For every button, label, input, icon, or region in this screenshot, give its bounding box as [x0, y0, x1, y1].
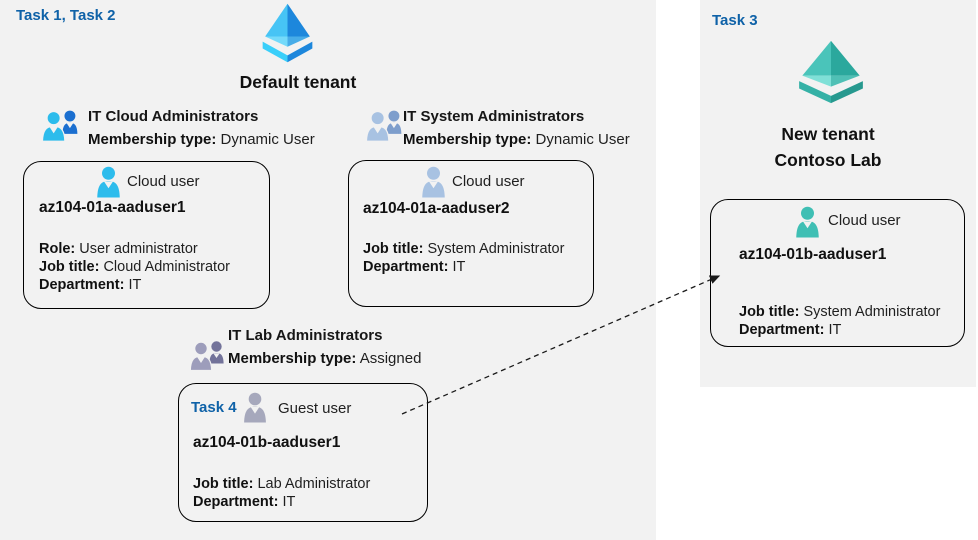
- department-label: Department:: [739, 322, 825, 338]
- department-value: IT: [452, 259, 466, 275]
- membership-type-label: Membership type:: [228, 350, 357, 367]
- user-job-line: Job title: System Administrator: [363, 240, 564, 258]
- job-title-label: Job title:: [39, 259, 100, 275]
- user-job-line: Job title: Cloud Administrator: [39, 258, 230, 276]
- new-tenant-name-line1: New tenant: [781, 124, 875, 144]
- guest-user-icon: [244, 392, 266, 423]
- department-label: Department:: [363, 259, 449, 275]
- user-job-line: Job title: System Administrator: [739, 303, 940, 321]
- job-title-label: Job title:: [739, 304, 800, 320]
- job-title-value: Cloud Administrator: [103, 259, 230, 275]
- user-type-label: Cloud user: [452, 173, 525, 190]
- user-dept-line: Department: IT: [363, 258, 564, 276]
- cloud-user1-box: Cloud user az104-01a-aaduser1 Role: User…: [23, 161, 270, 309]
- user-details: Role: User administrator Job title: Clou…: [39, 240, 230, 294]
- membership-type-value: Dynamic User: [220, 131, 315, 148]
- department-value: IT: [828, 322, 842, 338]
- job-title-value: Lab Administrator: [257, 476, 371, 492]
- group-lab-admins-title: IT Lab Administrators: [228, 327, 383, 344]
- user-type-label: Cloud user: [828, 212, 901, 229]
- department-value: IT: [128, 277, 142, 293]
- group-people-icon: [189, 341, 224, 372]
- user-dept-line: Department: IT: [193, 493, 370, 511]
- user-details: Job title: System Administrator Departme…: [739, 303, 940, 339]
- task-3-label: Task 3: [712, 12, 758, 29]
- membership-type-label: Membership type:: [403, 131, 532, 148]
- azure-ad-tenant-icon: [262, 3, 313, 63]
- department-value: IT: [282, 494, 296, 510]
- username: az104-01a-aaduser2: [363, 200, 510, 217]
- cloud-user-icon: [422, 166, 445, 198]
- user-role-line: Role: User administrator: [39, 240, 230, 258]
- job-title-value: System Administrator: [803, 304, 941, 320]
- group-cloud-admins-membership: Membership type: Dynamic User: [88, 131, 315, 148]
- cloud-user-icon: [97, 166, 120, 198]
- guest-user-box: Task 4 Guest user az104-01b-aaduser1 Job…: [178, 383, 428, 522]
- group-people-icon: [365, 110, 402, 142]
- username: az104-01a-aaduser1: [39, 199, 186, 216]
- group-system-admins-membership: Membership type: Dynamic User: [403, 131, 630, 148]
- cloud-user-icon: [796, 206, 819, 238]
- task-4-label: Task 4: [191, 399, 237, 416]
- group-cloud-admins-title: IT Cloud Administrators: [88, 108, 259, 125]
- new-tenant-user-box: Cloud user az104-01b-aaduser1 Job title:…: [710, 199, 965, 347]
- user-details: Job title: Lab Administrator Department:…: [193, 475, 370, 511]
- new-tenant-name-line2: Contoso Lab: [774, 150, 882, 170]
- default-tenant-name: Default tenant: [239, 72, 357, 92]
- group-people-icon: [41, 110, 78, 142]
- task-1-2-label: Task 1, Task 2: [16, 7, 116, 24]
- group-lab-admins-membership: Membership type: Assigned: [228, 350, 421, 367]
- group-system-admins-title: IT System Administrators: [403, 108, 585, 125]
- membership-type-value: Dynamic User: [535, 131, 630, 148]
- user-type-label: Guest user: [278, 400, 352, 417]
- membership-type-label: Membership type:: [88, 131, 217, 148]
- membership-type-value: Assigned: [359, 350, 422, 367]
- department-label: Department:: [39, 277, 125, 293]
- user-dept-line: Department: IT: [39, 276, 230, 294]
- default-tenant-panel: [0, 0, 656, 540]
- job-title-label: Job title:: [363, 241, 424, 257]
- cloud-user2-box: Cloud user az104-01a-aaduser2 Job title:…: [348, 160, 594, 307]
- role-label: Role:: [39, 241, 76, 257]
- user-dept-line: Department: IT: [739, 321, 940, 339]
- username: az104-01b-aaduser1: [193, 434, 341, 451]
- username: az104-01b-aaduser1: [739, 246, 887, 263]
- department-label: Department:: [193, 494, 279, 510]
- role-value: User administrator: [79, 241, 198, 257]
- user-type-label: Cloud user: [127, 173, 200, 190]
- azure-ad-new-tenant-icon: [799, 40, 863, 104]
- job-title-label: Job title:: [193, 476, 254, 492]
- user-details: Job title: System Administrator Departme…: [363, 240, 564, 276]
- user-job-line: Job title: Lab Administrator: [193, 475, 370, 493]
- job-title-value: System Administrator: [427, 241, 565, 257]
